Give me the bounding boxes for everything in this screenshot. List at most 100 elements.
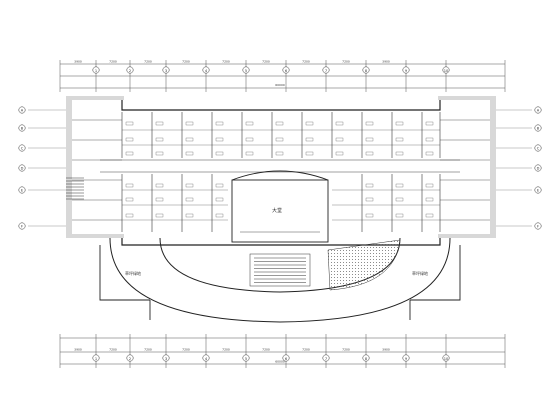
axis-bubble: [18, 124, 26, 132]
fixture-tag: [335, 151, 344, 156]
axis-bubble: [202, 354, 210, 362]
axis-letter: F: [537, 224, 539, 228]
fixture-tag: [425, 213, 434, 218]
fixture-tag: [155, 213, 164, 218]
axis-bubble: [442, 354, 450, 362]
fixture-tag: [155, 121, 164, 126]
dimension-label: 7200: [144, 60, 152, 64]
fixture-tag: [215, 197, 224, 202]
axis-number: 2: [129, 357, 131, 361]
fixture-tag: [125, 137, 134, 142]
axis-letter: C: [537, 146, 540, 150]
axis-letter: E: [537, 188, 540, 192]
axis-number: 7: [325, 357, 327, 361]
dimension-label: 7200: [182, 60, 190, 64]
axis-bubble: [534, 186, 542, 194]
fixture-tag: [245, 137, 254, 142]
axis-number: 9: [405, 357, 408, 361]
lobby-label: 大堂: [272, 207, 282, 214]
axis-bubble: [322, 66, 330, 74]
dimension-label: 7200: [262, 60, 270, 64]
fixture-tag: [155, 137, 164, 142]
central-lobby: [231, 170, 329, 243]
top-dimension-chain: [60, 63, 505, 89]
axis-number: 3: [165, 69, 167, 73]
axis-letter: B: [537, 126, 540, 130]
fixture-tag: [155, 151, 164, 156]
fixture-tag: [335, 121, 344, 126]
fixture-tag: [395, 197, 404, 202]
dimension-label: 7200: [182, 348, 190, 352]
axis-bubble: [126, 66, 134, 74]
bottom-dimension-chain: [60, 337, 505, 365]
fixture-tag: [245, 151, 254, 156]
axis-bubble: [242, 66, 250, 74]
dimension-label: 7200: [109, 348, 117, 352]
axis-bubble: [402, 66, 410, 74]
fixture-tag: [305, 121, 314, 126]
axis-number: 5: [245, 69, 247, 73]
fixture-tag: [125, 197, 134, 202]
fixture-tag: [395, 213, 404, 218]
dimension-label: 3900: [74, 60, 82, 64]
fixture-tag: [305, 151, 314, 156]
fixture-tag: [185, 197, 194, 202]
total-dimension: 60000: [275, 360, 285, 364]
fixture-tag: [185, 183, 194, 188]
fixture-tag: [365, 183, 374, 188]
axis-letter: E: [21, 188, 24, 192]
room-grid: [72, 112, 490, 232]
fixture-tag: [395, 137, 404, 142]
axis-number: 8: [365, 357, 368, 361]
dimension-label: 7200: [144, 348, 152, 352]
axis-bubble: [534, 124, 542, 132]
fixture-tag: [215, 137, 224, 142]
axis-number: 7: [325, 69, 327, 73]
axis-bubble: [18, 222, 26, 230]
fixture-tag: [185, 121, 194, 126]
fixture-tag: [335, 137, 344, 142]
axis-letter: D: [537, 166, 540, 170]
side-enclosures: [99, 245, 461, 320]
axis-bubble: [126, 354, 134, 362]
axis-number: 4: [205, 357, 208, 361]
fixture-tag: [425, 137, 434, 142]
dimension-label: 7200: [222, 348, 230, 352]
garden-right-label: 草坪绿地: [412, 270, 428, 276]
fixture-tag: [365, 213, 374, 218]
axis-bubble: [92, 354, 100, 362]
fixture-tag: [275, 137, 284, 142]
corridor: [100, 159, 460, 173]
fixture-tag: [365, 197, 374, 202]
axis-letter: F: [21, 224, 23, 228]
axis-bubble: [534, 144, 542, 152]
fixture-tag: [185, 151, 194, 156]
fixture-tag: [365, 121, 374, 126]
dimension-label: 7200: [262, 348, 270, 352]
axis-number: 4: [205, 69, 208, 73]
fixture-tag: [395, 151, 404, 156]
fixture-tag: [425, 121, 434, 126]
garden-left-label: 草坪绿地: [125, 270, 141, 276]
fixture-tag: [365, 151, 374, 156]
front-plaza-arc: [109, 237, 451, 323]
fixture-tag: [215, 183, 224, 188]
dimension-label: 3900: [74, 348, 82, 352]
fixture-tag: [365, 137, 374, 142]
fixture-tag: [215, 151, 224, 156]
fixture-tag: [275, 121, 284, 126]
fixture-tag: [215, 213, 224, 218]
dimension-label: 3900: [382, 348, 390, 352]
axis-bubble: [202, 66, 210, 74]
axis-bubble: [442, 66, 450, 74]
axis-bubble: [162, 354, 170, 362]
axis-number: 9: [405, 69, 408, 73]
axis-bubble: [362, 354, 370, 362]
axis-bubble: [402, 354, 410, 362]
fixture-tag: [125, 183, 134, 188]
dimension-label: 7200: [109, 60, 117, 64]
dimension-label: 3900: [382, 60, 390, 64]
fixture-tag: [305, 137, 314, 142]
steps-outline: [249, 253, 311, 287]
